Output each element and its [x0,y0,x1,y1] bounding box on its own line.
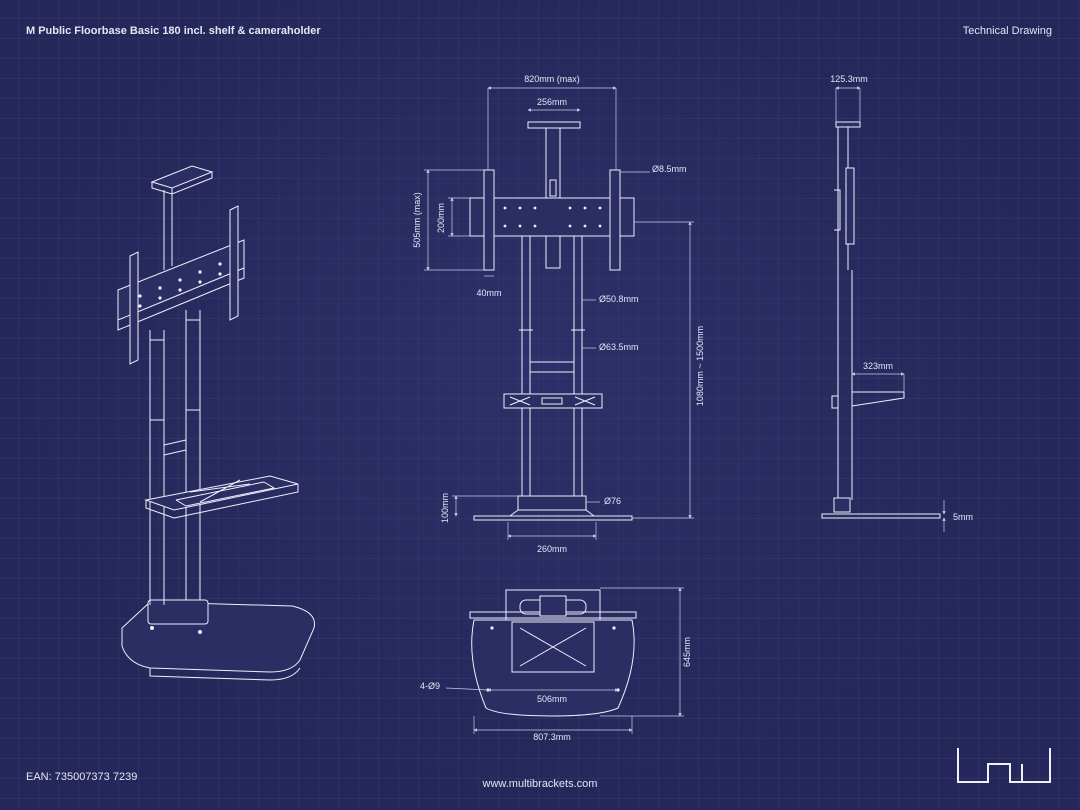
dim-shelf-depth: 323mm [863,361,893,371]
dim-camera-width: 256mm [537,97,567,107]
front-view: 820mm (max) 256mm 505mm (max) 200mm 40mm… [412,74,705,554]
dim-inner-height: 200mm [436,203,446,233]
dim-total-height: 1080mm ~ 1500mm [695,326,705,406]
page-title: M Public Floorbase Basic 180 incl. shelf… [26,25,321,37]
dim-width-max: 820mm (max) [524,74,580,84]
dim-outer-width: 807.3mm [533,732,571,742]
dim-base-width: 260mm [537,544,567,554]
isometric-view [117,165,316,681]
side-view: 125.3mm 323mm 5mm [821,74,973,532]
dim-top-depth: 645mm [682,637,692,667]
dim-lower-pole: Ø63.5mm [599,342,639,352]
dim-holes: 4-Ø9 [420,681,440,691]
drawing-type-label: Technical Drawing [962,25,1052,37]
multibrackets-logo [957,748,1051,783]
dim-shelf-height: 100mm [440,493,450,523]
dim-hole-diameter: Ø8.5mm [652,164,687,174]
dim-bracket-offset: 40mm [476,288,501,298]
dim-upper-pole: Ø50.8mm [599,294,639,304]
dim-foot-pole: Ø76 [604,496,621,506]
website-link[interactable]: www.multibrackets.com [482,778,598,790]
dim-height-max: 505mm (max) [412,192,422,248]
dim-base-thickness: 5mm [953,512,973,522]
dim-camera-depth: 125.3mm [830,74,868,84]
top-view: 645mm 4-Ø9 506mm 807.3mm [420,587,692,742]
dim-inner-width: 506mm [537,694,567,704]
ean-code: EAN: 735007373 7239 [26,771,138,783]
